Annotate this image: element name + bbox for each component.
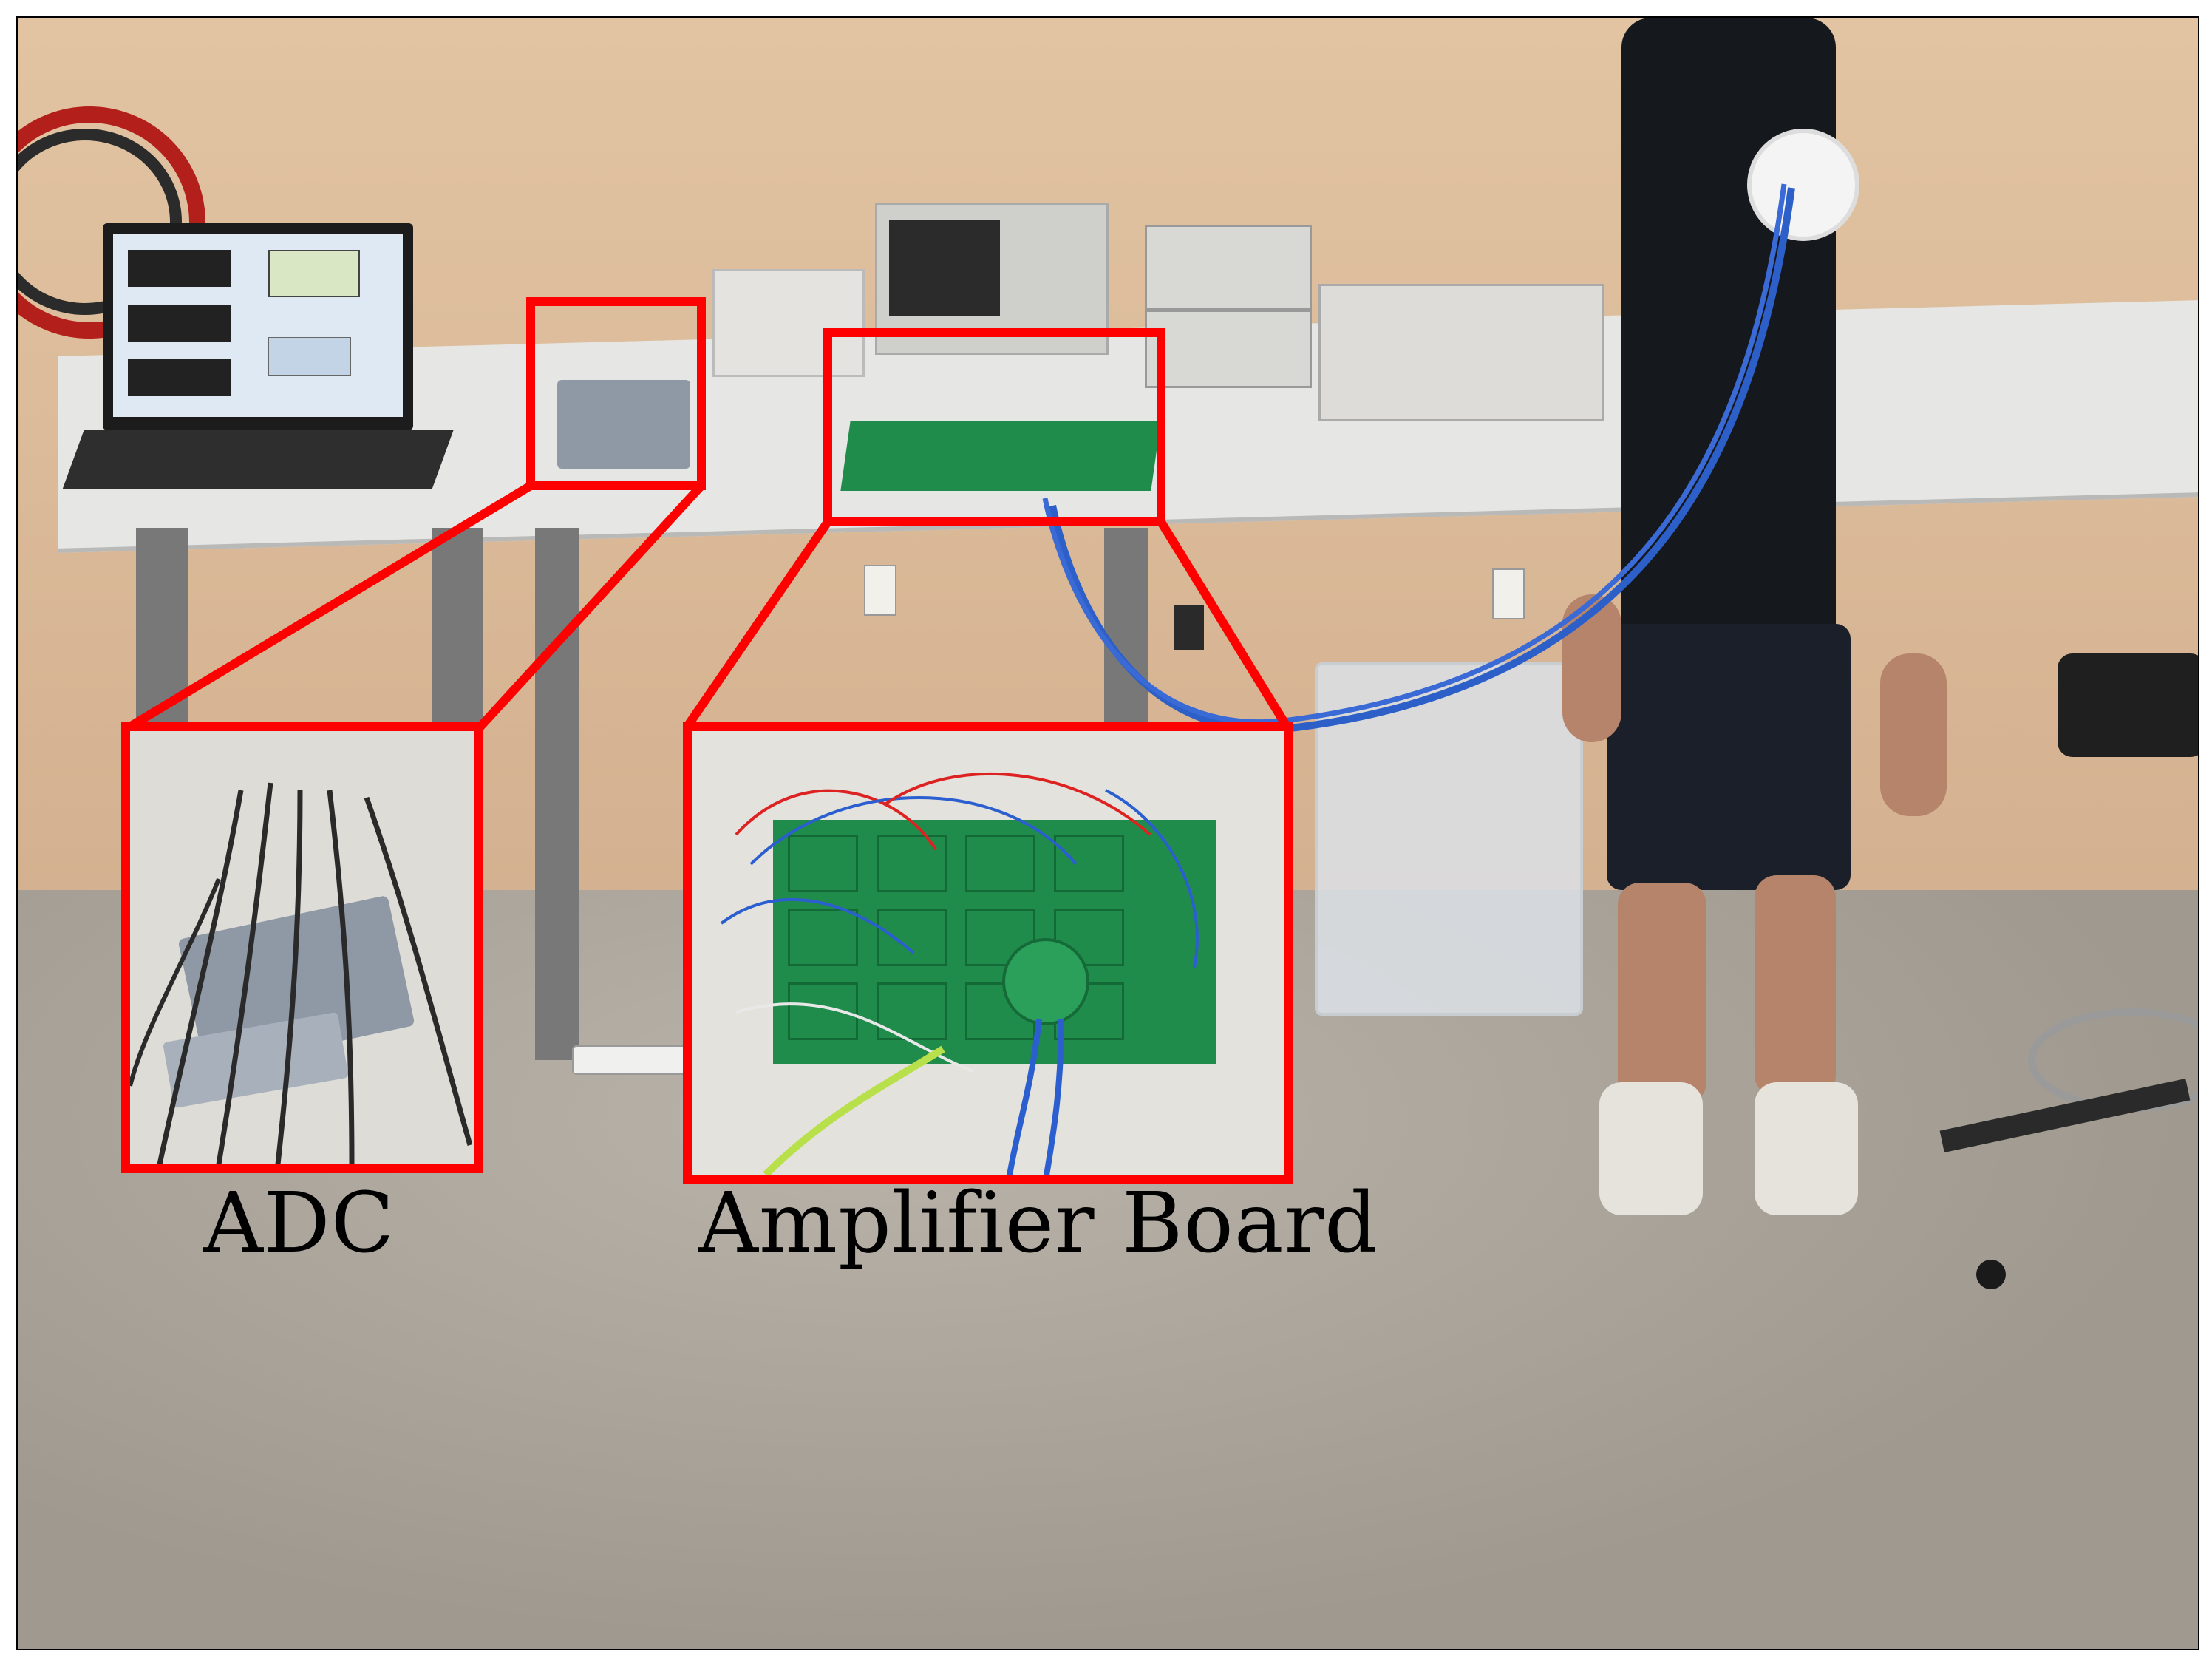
- power-outlet: [864, 565, 896, 616]
- person-leg: [1618, 883, 1706, 1104]
- adc-inset: [121, 722, 483, 1173]
- zoom-connector-lines: [126, 481, 1292, 732]
- multimeter: [1145, 310, 1312, 388]
- power-strip: [572, 1045, 701, 1075]
- shoe: [1599, 1082, 1703, 1215]
- amplifier-board-label: Amplifier Board: [698, 1175, 1378, 1272]
- lab-photo: [16, 16, 2199, 1650]
- power-supply: [712, 269, 865, 377]
- office-chair: [1865, 624, 2198, 1348]
- power-outlet: [1174, 605, 1204, 650]
- amplifier-highlight-frame: [823, 328, 1165, 526]
- multimeter: [1145, 225, 1312, 310]
- laptop: [62, 223, 454, 489]
- adc-label: ADC: [203, 1175, 395, 1272]
- storage-bin: [1315, 662, 1583, 1016]
- power-supply: [1318, 284, 1604, 421]
- person-shorts: [1607, 624, 1851, 890]
- chest-sensor: [1747, 129, 1859, 241]
- laptop-screen: [103, 223, 413, 430]
- amplifier-board-inset: [683, 722, 1293, 1184]
- workbench-leg: [1104, 528, 1148, 750]
- connector-disc: [1002, 938, 1089, 1025]
- person-arm: [1880, 653, 1947, 816]
- adc-highlight-frame: [526, 297, 706, 490]
- adc-device: [557, 380, 690, 469]
- blue-cable: [1042, 183, 1795, 733]
- shoe: [1755, 1082, 1858, 1215]
- person-shirt: [1621, 18, 1836, 668]
- person: [1533, 18, 1947, 1274]
- workbench-leg: [535, 528, 579, 1060]
- power-outlet: [1492, 568, 1525, 619]
- person-leg: [1755, 875, 1836, 1097]
